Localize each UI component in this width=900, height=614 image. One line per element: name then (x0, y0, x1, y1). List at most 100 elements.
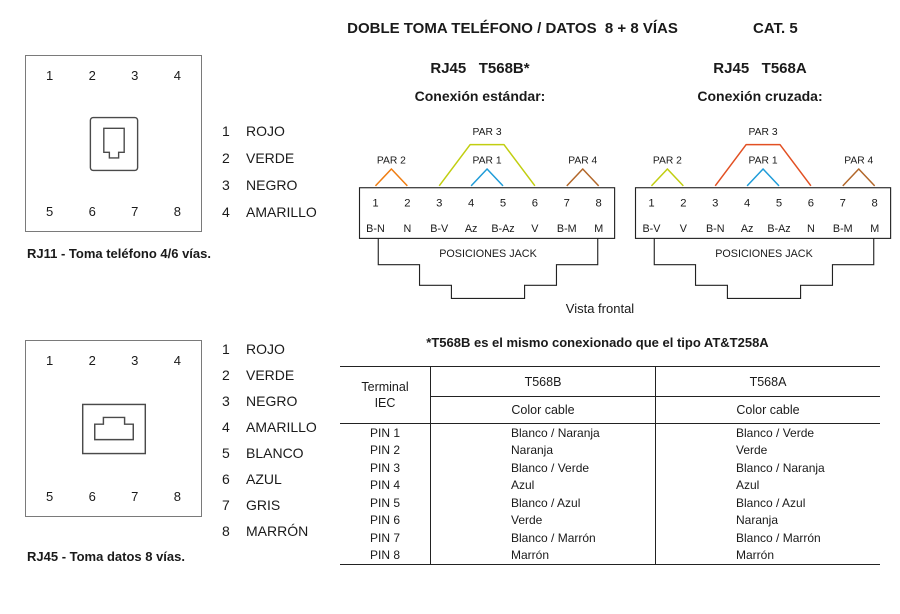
t568b-color-cell: Naranja (430, 441, 655, 459)
pin-number: 5 (776, 197, 782, 209)
t568a-wiring-diagram: PAR 3 PAR 2 PAR 1 PAR 4 1 2 3 4 5 6 7 8 … (634, 127, 892, 299)
par1-bracket (746, 168, 780, 187)
pin-code: B-M (833, 223, 853, 235)
legend-color: GRIS (246, 497, 281, 513)
pin-cell: PIN 1 (369, 425, 400, 440)
rj45-connector-icon (81, 403, 146, 454)
pin-number: 4 (744, 197, 750, 209)
pin-number: 2 (88, 68, 96, 83)
par4-label: PAR 4 (844, 155, 873, 166)
pin-number: 5 (46, 489, 54, 504)
pin-code: B-M (557, 223, 577, 235)
t568b-wiring-diagram: PAR 3 PAR 2 PAR 1 PAR 4 1 2 3 4 5 6 7 8 … (358, 127, 616, 299)
t568a-color-cell: Blanco / Marrón (655, 529, 880, 547)
pin-code: Az (741, 223, 754, 235)
par2-label: PAR 2 (653, 155, 682, 166)
legend-color: NEGRO (246, 177, 298, 193)
pin-cell: PIN 5 (369, 495, 400, 510)
par3-bracket (714, 143, 812, 187)
par4-label: PAR 4 (568, 155, 597, 166)
t568b-color-cell: Verde (430, 511, 655, 529)
pin-code: B-N (366, 223, 385, 235)
rj11-pins-bottom: 5 6 7 8 (26, 204, 201, 219)
pin-code: M (870, 223, 879, 235)
jack-positions-label: POSICIONES JACK (439, 248, 537, 260)
pin-code: N (403, 223, 411, 235)
pin-cell: PIN 7 (369, 530, 400, 545)
pin-number: 1 (372, 197, 378, 209)
legend-item: 3 NEGRO (222, 388, 317, 414)
pin-number: 7 (564, 197, 570, 209)
pin-box (634, 187, 892, 239)
t568a-color-cell: Blanco / Naranja (655, 459, 880, 477)
rj11-connector-icon (89, 116, 138, 171)
legend-pin: 2 (222, 150, 230, 166)
par3-label: PAR 3 (749, 127, 778, 138)
par1-label: PAR 1 (749, 155, 778, 166)
t568b-column-header: T568B (430, 367, 655, 397)
legend-pin: 4 (222, 204, 230, 220)
t568a-color-cell: Verde (655, 441, 880, 459)
pin-number: 3 (131, 68, 139, 83)
pin-color-table: Terminal IEC T568B T568A Color cable Col… (340, 366, 880, 565)
pin-number: 1 (46, 68, 54, 83)
pin-number: 5 (500, 197, 506, 209)
t568b-color-cell: Blanco / Naranja (430, 424, 655, 442)
pin-number: 4 (468, 197, 474, 209)
pin-number: 8 (596, 197, 602, 209)
pin-number: 4 (173, 353, 181, 368)
t568b-color-cell: Azul (430, 476, 655, 494)
legend-color: ROJO (246, 341, 285, 357)
page-title: DOBLE TOMA TELÉFONO / DATOS 8 + 8 VÍAS (347, 20, 678, 37)
t568b-note: *T568B es el mismo conexionado que el ti… (426, 335, 769, 350)
pin-box (358, 187, 616, 239)
legend-color: VERDE (246, 367, 295, 383)
pin-cell: PIN 4 (369, 478, 400, 493)
rj45-faceplate: 1 2 3 4 5 6 7 8 (25, 340, 202, 517)
t568b-color-cell: Blanco / Verde (430, 459, 655, 477)
t568b-color-cell: Blanco / Marrón (430, 529, 655, 547)
t568b-subtitle: Conexión estándar: (414, 88, 546, 104)
pin-number: 2 (404, 197, 410, 209)
legend-pin: 3 (222, 393, 230, 409)
legend-color: AMARILLO (246, 419, 317, 435)
rj11-caption: RJ11 - Toma teléfono 4/6 vías. (27, 246, 211, 261)
pin-code: B-Az (491, 223, 514, 235)
pin-number: 2 (88, 353, 96, 368)
terminal-iec-header: Terminal IEC (340, 367, 430, 424)
jack-outline (377, 238, 599, 299)
pin-cell: PIN 8 (369, 548, 400, 563)
legend-pin: 5 (222, 445, 230, 461)
legend-item: 3 NEGRO (222, 172, 317, 199)
pin-code: B-V (642, 223, 661, 235)
jack-positions-label: POSICIONES JACK (715, 248, 813, 260)
rj45-caption: RJ45 - Toma datos 8 vías. (27, 549, 185, 564)
pin-number: 3 (131, 353, 139, 368)
par4-bracket (842, 168, 876, 187)
pin-number: 3 (712, 197, 718, 209)
par2-bracket (650, 168, 684, 187)
rj11-faceplate: 1 2 3 4 5 6 7 8 (25, 55, 202, 232)
color-cable-subheader: Color cable (430, 397, 655, 424)
t568a-title: RJ45 T568A (713, 60, 807, 77)
pin-code: M (594, 223, 603, 235)
rj11-pins-top: 1 2 3 4 (26, 68, 201, 83)
par2-label: PAR 2 (377, 155, 406, 166)
t568b-title: RJ45 T568B* (430, 60, 530, 77)
legend-color: NEGRO (246, 393, 298, 409)
jack-outline (653, 238, 875, 299)
pin-cell: PIN 3 (369, 460, 400, 475)
pin-code: N (807, 223, 815, 235)
pin-code: V (531, 223, 539, 235)
legend-color: ROJO (246, 123, 285, 139)
rj45-pins-top: 1 2 3 4 (26, 353, 201, 368)
legend-pin: 3 (222, 177, 230, 193)
pin-cell: PIN 2 (369, 443, 400, 458)
